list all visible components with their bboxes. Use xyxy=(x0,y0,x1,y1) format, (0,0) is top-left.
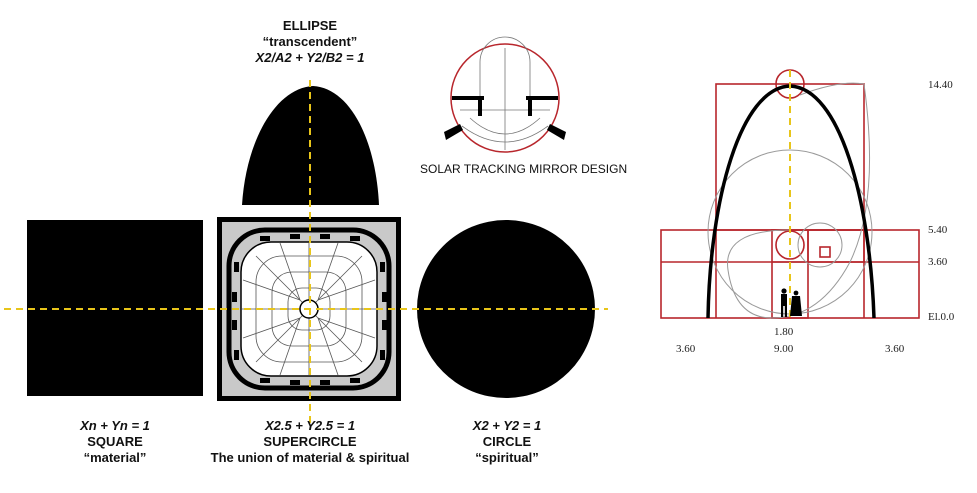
square-formula: Xn + Yn = 1 xyxy=(80,418,150,433)
level-label: El.0.0 xyxy=(928,311,955,323)
supercircle-name: SUPERCIRCLE xyxy=(263,434,357,449)
ellipse-meaning: “transcendent” xyxy=(262,34,358,49)
dimension-label: 1.80 xyxy=(774,326,794,338)
circle-label: X2 + Y2 = 1 CIRCLE “spiritual” xyxy=(432,418,582,466)
axis-lines xyxy=(4,80,608,428)
solar-mirror-design xyxy=(444,36,566,153)
dimension-label: 9.00 xyxy=(774,343,794,355)
solar-caption: SOLAR TRACKING MIRROR DESIGN xyxy=(420,162,628,176)
supercircle-formula: X2.5 + Y2.5 = 1 xyxy=(264,418,356,433)
dimension-label: 3.60 xyxy=(676,343,696,355)
circle-shape xyxy=(417,220,595,398)
dimension-label: 3.60 xyxy=(885,343,905,355)
circle-meaning: “spiritual” xyxy=(475,450,539,465)
human-figures xyxy=(781,288,802,317)
ellipse-formula: X2/A2 + Y2/B2 = 1 xyxy=(255,50,365,65)
supercircle-label: X2.5 + Y2.5 = 1 SUPERCIRCLE The union of… xyxy=(210,418,410,466)
level-label: 14.40 xyxy=(928,79,953,91)
ellipse-label: ELLIPSE “transcendent” X2/A2 + Y2/B2 = 1 xyxy=(235,18,385,66)
level-label: 3.60 xyxy=(928,256,948,268)
circle-formula: X2 + Y2 = 1 xyxy=(472,418,542,433)
ellipse-name: ELLIPSE xyxy=(282,18,338,33)
square-meaning: “material” xyxy=(83,450,147,465)
square-name: SQUARE xyxy=(87,434,143,449)
square-label: Xn + Yn = 1 SQUARE “material” xyxy=(40,418,190,466)
elevation-drawing xyxy=(660,69,920,319)
circle-name: CIRCLE xyxy=(482,434,532,449)
supercircle-meaning: The union of material & spiritual xyxy=(210,450,410,465)
level-label: 5.40 xyxy=(928,224,948,236)
